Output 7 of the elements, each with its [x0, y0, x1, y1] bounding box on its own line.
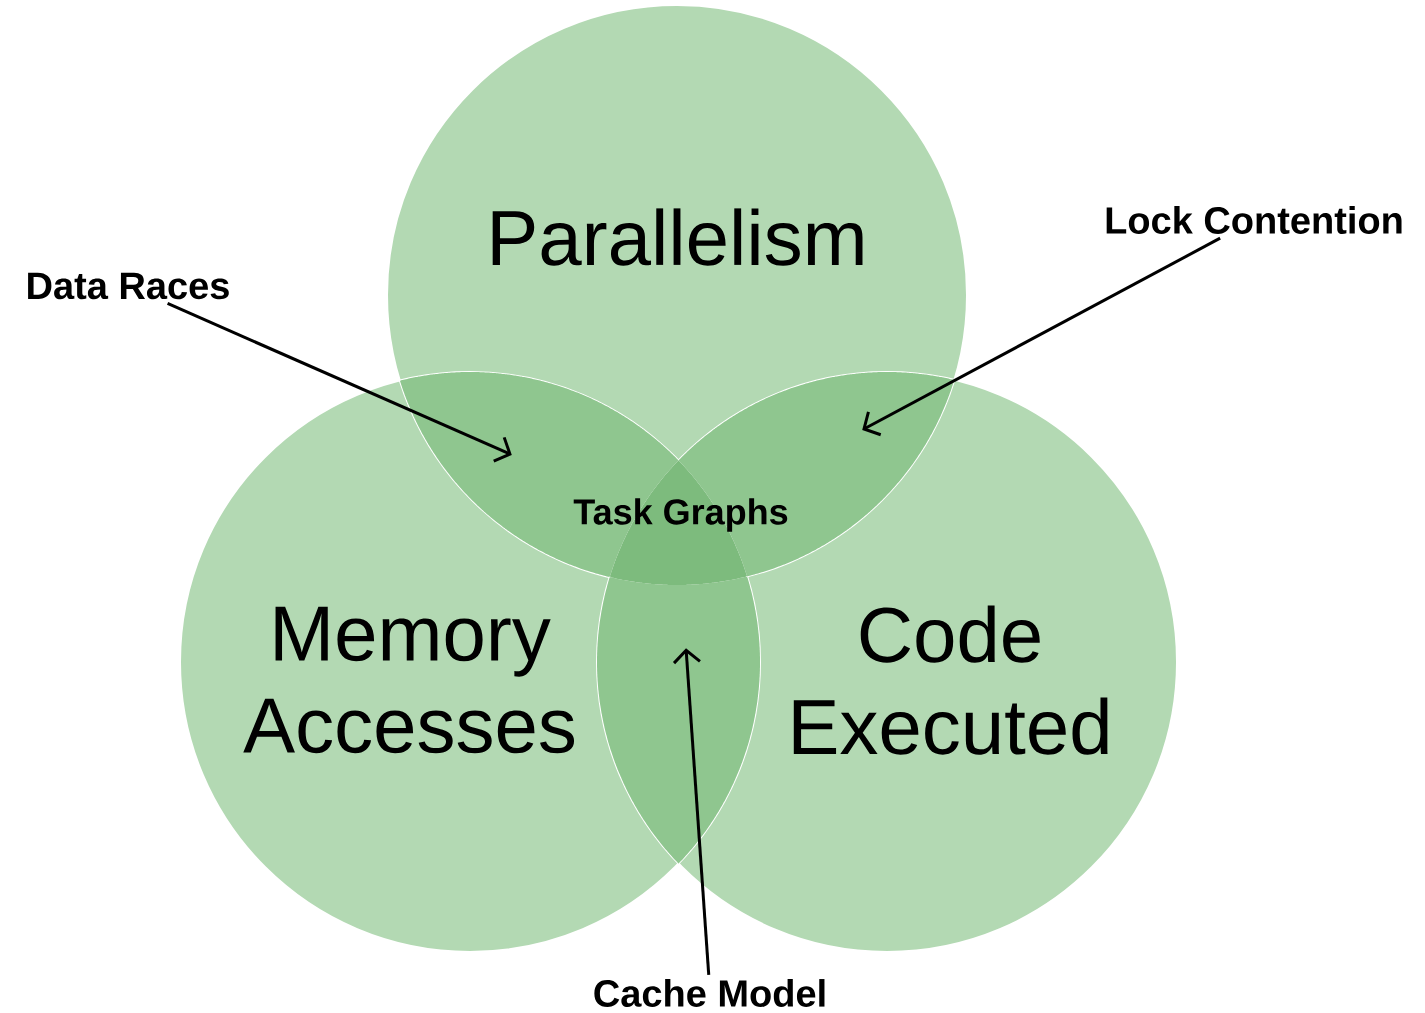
leader-arrow: [672, 648, 711, 975]
callout-text: Cache Model: [594, 979, 825, 1007]
overlap-region: [597, 576, 760, 864]
callout-text: Data Races: [28, 272, 229, 300]
leader-arrow: [862, 236, 1221, 437]
leader-arrow: [166, 302, 512, 463]
callout-text: Lock Contention: [1106, 206, 1402, 234]
